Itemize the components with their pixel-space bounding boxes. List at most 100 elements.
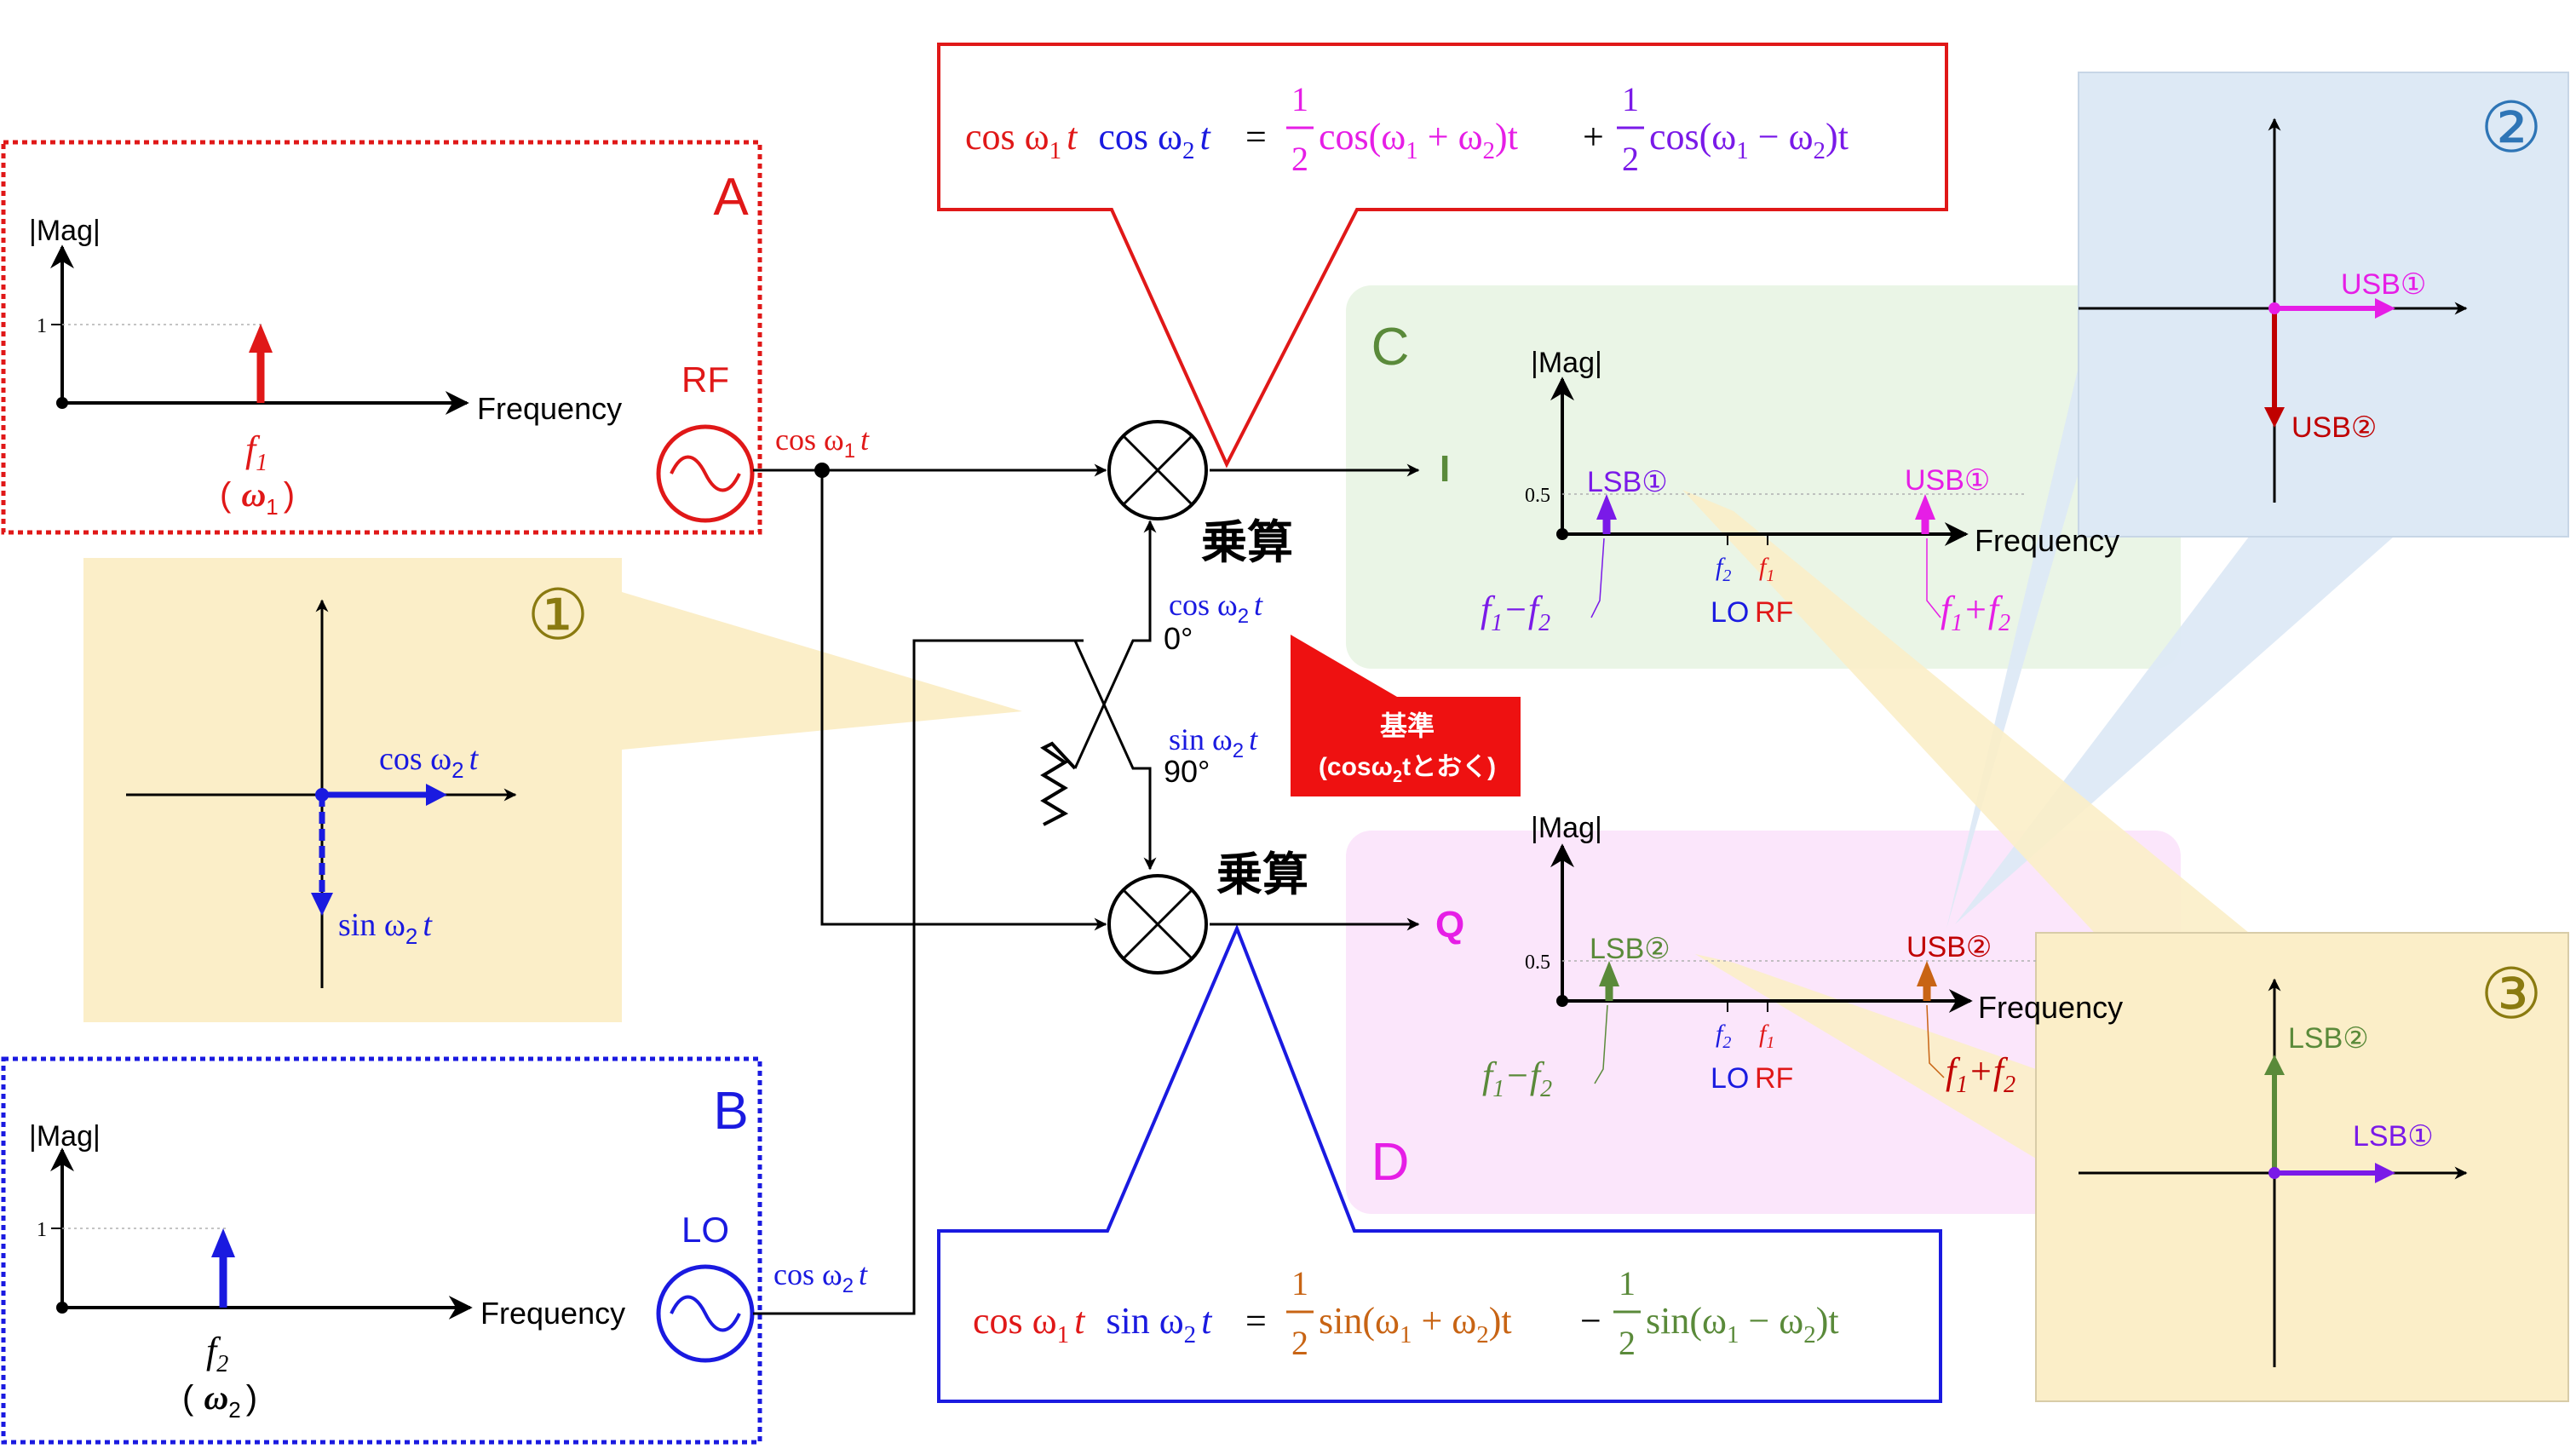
panel-d-sum-label: f1+f2 bbox=[1946, 1050, 2015, 1098]
output-i-label: I bbox=[1440, 448, 1450, 490]
panel-c-ylabel: |Mag| bbox=[1531, 347, 1602, 379]
equation-top-frac1-den: 2 bbox=[1291, 140, 1308, 178]
equation-top-frac2-num: 1 bbox=[1622, 80, 1639, 118]
panel-b-omega-label: (ω2) bbox=[182, 1378, 257, 1423]
lo-source-label: LO bbox=[681, 1210, 729, 1250]
panel-d: D |Mag| 0.5 Frequency LSB② USB② f2 f1 LO… bbox=[1371, 812, 2123, 1192]
panel-b-freq-label: f2 bbox=[206, 1330, 228, 1377]
equation-top-term1: cos(ω1 + ω2)t bbox=[1319, 116, 1518, 164]
panel-d-usb-label: USB② bbox=[1906, 931, 1992, 963]
reference-callout-line2: (cosω2tとおく) bbox=[1319, 753, 1496, 786]
panel-d-origin bbox=[1556, 995, 1568, 1007]
equation-bottom-frac2-num: 1 bbox=[1619, 1264, 1636, 1302]
panel-2-usb2-label: USB② bbox=[2291, 411, 2377, 444]
equation-bottom-frac1-den: 2 bbox=[1291, 1324, 1308, 1362]
reference-callout: 基準 (cosω2tとおく) bbox=[1291, 635, 1521, 796]
panel-2-usb1-arrow bbox=[2274, 298, 2395, 319]
panel-a-rf-arrow bbox=[249, 324, 273, 403]
panel-b-xlabel: Frequency bbox=[480, 1296, 625, 1331]
panel-3: ③ LSB② LSB① bbox=[2079, 956, 2543, 1367]
rf-to-mixer-q-wire bbox=[820, 470, 1107, 931]
panel-3-lsb2-label: LSB② bbox=[2288, 1022, 2369, 1055]
panel-d-sum-leader bbox=[1926, 1004, 1945, 1078]
phase-0-label: 0° bbox=[1164, 621, 1193, 656]
callout-1-shape bbox=[83, 558, 1022, 1022]
panel-c-lsb-arrow bbox=[1596, 494, 1617, 534]
equation-bottom-term1: sin(ω1 + ω2)t bbox=[1319, 1300, 1512, 1348]
panel-c-rf-label: RF bbox=[1755, 596, 1793, 629]
panel-1-cos-arrow bbox=[322, 784, 447, 806]
panel-a-border bbox=[1, 140, 762, 535]
panel-c-ytick: 0.5 bbox=[1525, 485, 1550, 507]
panel-c-origin bbox=[1556, 528, 1568, 540]
panel-2: ② USB① USB② bbox=[2079, 89, 2543, 503]
lo-input-wire bbox=[753, 639, 1084, 1315]
rf-split-junction bbox=[814, 463, 830, 478]
panel-c-lsb-label: LSB① bbox=[1587, 466, 1668, 498]
phase-splitter-resistor bbox=[1040, 741, 1077, 826]
panel-a-ytick: 1 bbox=[37, 315, 47, 337]
panel-2-usb2-arrow bbox=[2264, 308, 2285, 428]
panel-a-letter: A bbox=[713, 168, 749, 227]
lo-source-icon bbox=[656, 1264, 755, 1363]
wiring bbox=[753, 463, 1420, 1315]
equation-bottom-minus: − bbox=[1580, 1300, 1601, 1342]
panel-3-lsb1-label: LSB① bbox=[2353, 1120, 2434, 1153]
mixer-i-label: 乗算 bbox=[1201, 517, 1293, 568]
panel-b-ylabel: |Mag| bbox=[29, 1120, 101, 1153]
panel-b-origin bbox=[56, 1302, 68, 1314]
equation-top-term2: cos(ω1 − ω2)t bbox=[1649, 116, 1849, 164]
panel-a-omega-label: (ω1) bbox=[220, 475, 295, 520]
mixer-q-icon bbox=[1107, 874, 1208, 975]
panel-c-letter: C bbox=[1371, 318, 1410, 377]
panel-3-lsb2-arrow bbox=[2264, 1055, 2285, 1173]
panel-3-lsb1-arrow bbox=[2274, 1163, 2395, 1183]
panel-3-number: ③ bbox=[2480, 956, 2543, 1033]
panel-d-letter: D bbox=[1371, 1133, 1410, 1192]
panel-c-sum-leader bbox=[1926, 538, 1941, 618]
panel-a-xlabel: Frequency bbox=[477, 391, 622, 426]
panel-d-lo-label: LO bbox=[1711, 1062, 1749, 1095]
panel-b-ytick: 1 bbox=[37, 1219, 47, 1241]
panel-d-ylabel: |Mag| bbox=[1531, 812, 1602, 844]
callout-3-shape bbox=[1682, 490, 2569, 1402]
equation-top-plus: + bbox=[1583, 116, 1604, 158]
panel-c-lo-label: LO bbox=[1711, 596, 1749, 629]
panel-a-freq-label: f1 bbox=[245, 428, 267, 476]
equation-top-frac1-num: 1 bbox=[1291, 80, 1308, 118]
phase-splitter-90-path bbox=[1073, 520, 1157, 769]
panel-3-origin bbox=[2268, 1167, 2280, 1179]
output-q-label: Q bbox=[1435, 904, 1464, 946]
panel-d-xlabel: Frequency bbox=[1978, 990, 2123, 1025]
equation-top-frac2-den: 2 bbox=[1622, 140, 1639, 178]
equation-bottom-frac1-num: 1 bbox=[1291, 1264, 1308, 1302]
panel-c-usb-label: USB① bbox=[1905, 464, 1990, 497]
equation-bottom-term2: sin(ω1 − ω2)t bbox=[1646, 1300, 1839, 1348]
panel-1-number: ① bbox=[526, 577, 589, 654]
panel-2-origin bbox=[2268, 302, 2280, 314]
rf-source-label: RF bbox=[681, 359, 729, 400]
panel-c: C |Mag| 0.5 Frequency LSB① USB① f2 f1 LO… bbox=[1371, 318, 2119, 636]
panel-a-origin bbox=[56, 397, 68, 409]
panel-c-diff-leader bbox=[1590, 538, 1605, 618]
equation-bottom-frac2-den: 2 bbox=[1619, 1324, 1636, 1362]
panel-b: B |Mag| 1 Frequency f2 (ω2) LO bbox=[1, 1056, 762, 1445]
panel-1-sin-arrow bbox=[311, 795, 333, 916]
panel-d-lsb-label: LSB② bbox=[1590, 933, 1670, 965]
panel-d-rf-label: RF bbox=[1755, 1062, 1793, 1095]
panel-1-origin bbox=[315, 788, 329, 802]
panel-2-number: ② bbox=[2480, 89, 2543, 167]
panel-c-usb-arrow bbox=[1915, 494, 1935, 534]
panel-d-diff-leader bbox=[1594, 1004, 1608, 1084]
panel-c-xlabel: Frequency bbox=[1975, 523, 2119, 558]
mixer-i-icon bbox=[1107, 420, 1208, 520]
panel-d-ytick: 0.5 bbox=[1525, 952, 1550, 974]
